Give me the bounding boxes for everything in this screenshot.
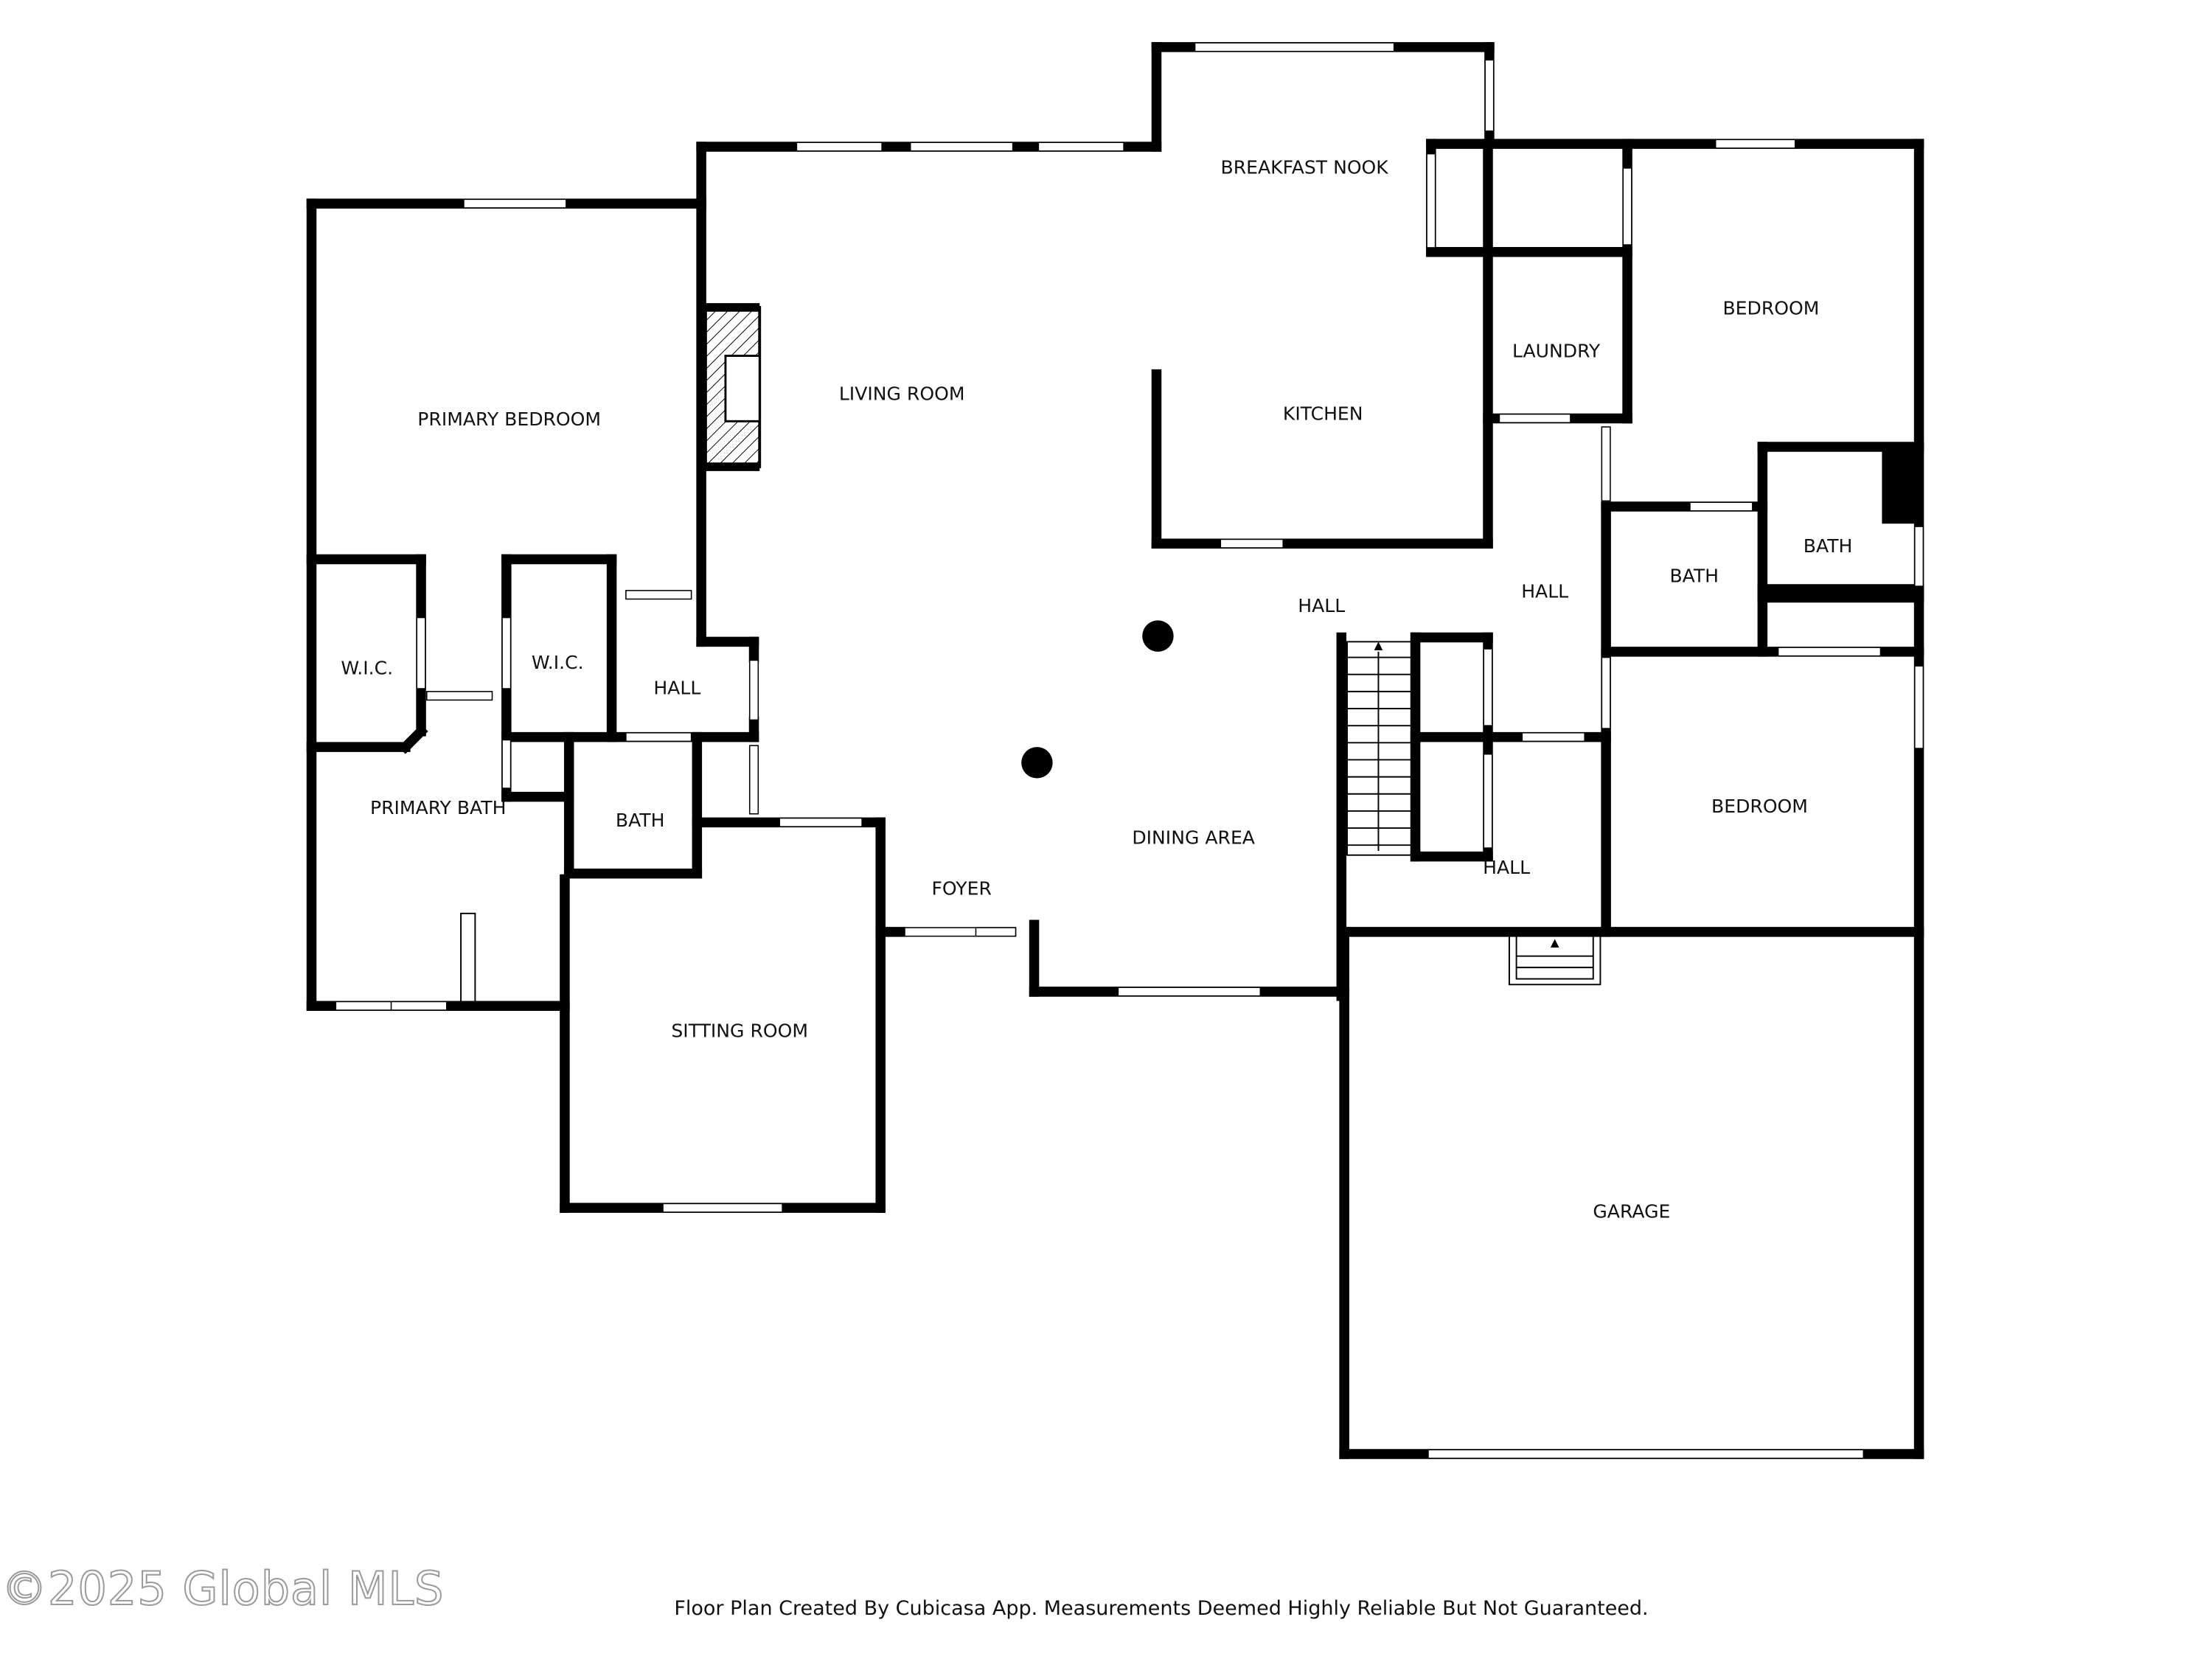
- label-bath: BATH: [616, 810, 665, 831]
- footer-disclaimer: Floor Plan Created By Cubicasa App. Meas…: [674, 1597, 1649, 1620]
- fireplace: [703, 303, 762, 471]
- windows: [335, 42, 1924, 1459]
- label-dining-area: DINING AREA: [1132, 827, 1255, 848]
- label-primary-bedroom: PRIMARY BEDROOM: [417, 408, 601, 430]
- walls: [306, 42, 1924, 1459]
- watermark: ©2025 Global MLS: [1, 1561, 445, 1616]
- label-sitting-room: SITTING ROOM: [671, 1020, 808, 1042]
- label-bedroom: BEDROOM: [1711, 796, 1808, 817]
- label-wic: W.I.C.: [341, 658, 393, 679]
- label-hall: HALL: [1483, 857, 1530, 878]
- label-breakfast-nook: BREAKFAST NOOK: [1221, 157, 1389, 178]
- label-hall: HALL: [1521, 581, 1568, 602]
- label-bedroom: BEDROOM: [1722, 298, 1819, 319]
- room-labels: BREAKFAST NOOK LIVING ROOM PRIMARY BEDRO…: [341, 157, 1852, 1222]
- label-hall: HALL: [1298, 595, 1345, 616]
- chimney-block: [1882, 444, 1919, 524]
- column: [1142, 620, 1174, 652]
- label-bath: BATH: [1804, 535, 1853, 557]
- label-garage: GARAGE: [1593, 1201, 1670, 1222]
- label-hall: HALL: [653, 678, 700, 699]
- shower-wall: [460, 912, 476, 1003]
- label-wic: W.I.C.: [532, 652, 584, 673]
- step-arrow-icon: [1550, 939, 1559, 948]
- label-kitchen: KITCHEN: [1283, 403, 1363, 424]
- staircase: [1346, 641, 1412, 856]
- column: [1021, 747, 1053, 779]
- label-living-room: LIVING ROOM: [839, 383, 965, 404]
- stair-arrow-icon: [1374, 641, 1383, 650]
- label-foyer: FOYER: [931, 878, 991, 900]
- label-primary-bath: PRIMARY BATH: [370, 797, 506, 818]
- garage-steps: [1508, 932, 1601, 986]
- label-bath: BATH: [1669, 565, 1719, 586]
- label-laundry: LAUNDRY: [1512, 340, 1601, 361]
